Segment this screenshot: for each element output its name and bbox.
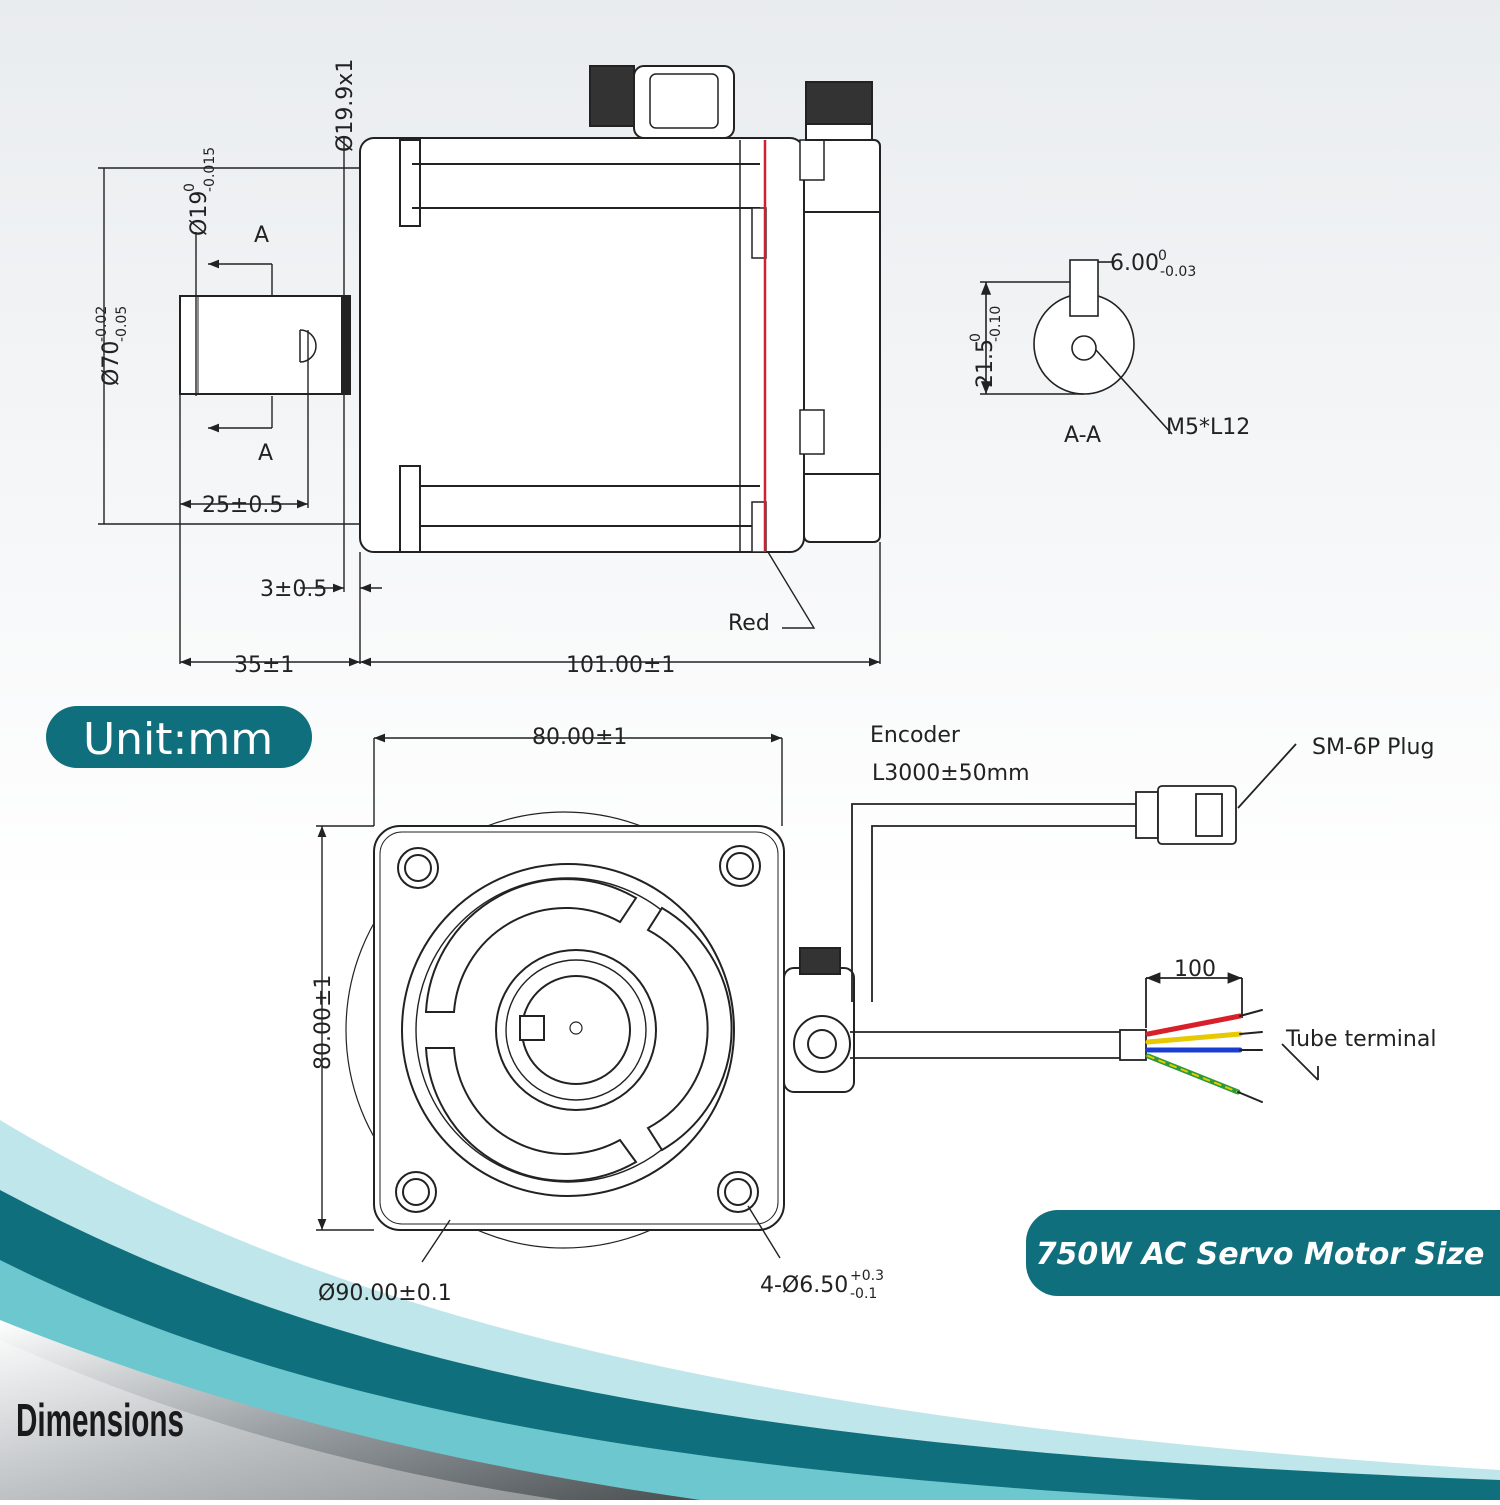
front-view [345, 811, 855, 1249]
shaft-tol-sup: 0 [182, 183, 198, 192]
shaft-tol-base: Ø19 [187, 191, 212, 236]
key-width-sup: 0 [1158, 248, 1167, 264]
flange-dia-sub: -0.05 [114, 306, 130, 342]
shaft-keyway [299, 329, 317, 363]
holes-label: 4-Ø6.50 +0.3 -0.1 [760, 1268, 884, 1302]
flange-dia-label: Ø70 -0.02 -0.05 [94, 306, 130, 386]
holes-sup: +0.3 [850, 1268, 884, 1284]
red-label: Red [728, 611, 770, 636]
section-height-sup: 0 [968, 333, 984, 342]
section-label: Dimensions [16, 1394, 184, 1446]
body-len-label: 101.00±1 [566, 653, 675, 678]
section-view [980, 259, 1173, 435]
shaft-tol-label: Ø19 0 -0.015 [182, 147, 218, 236]
mount-hole [719, 845, 761, 887]
encoder-connector-knob [805, 81, 873, 129]
height-label: 80.00±1 [311, 975, 336, 1070]
power-connector-knob [589, 65, 635, 127]
key-width-base: 6.00 [1110, 251, 1159, 276]
cable-len-label: L3000±50mm [872, 761, 1030, 786]
section-a-bottom: A [258, 441, 273, 466]
flange-dia-sup: -0.02 [94, 306, 110, 342]
motor-body [359, 137, 805, 553]
mount-hole [397, 847, 439, 889]
section-title: A-A [1064, 423, 1101, 448]
wire-red [1145, 1013, 1243, 1037]
tube-label: Tube terminal [1285, 1027, 1436, 1052]
title-label: 750W AC Servo Motor Size [1036, 1237, 1485, 1272]
hub [495, 949, 657, 1111]
cast-slot-right [646, 906, 733, 1152]
flange-ring [401, 863, 735, 1197]
pcd-label: Ø90.00±0.1 [318, 1281, 452, 1306]
section-height-label: 21.5 0 -0.10 [968, 306, 1004, 388]
lead-len-label: 100 [1174, 957, 1216, 982]
mount-hole [717, 1171, 759, 1213]
holes-sub: -0.1 [850, 1286, 877, 1302]
key-len-label: 25±0.5 [202, 493, 283, 518]
unit-badge: Unit:mm [46, 706, 312, 768]
unit-label: Unit:mm [83, 714, 273, 765]
cast-slot-top [424, 878, 638, 1013]
wire-yellow [1145, 1031, 1243, 1045]
holes-base: 4-Ø6.50 [760, 1273, 848, 1298]
shaft-tol-sub: -0.015 [202, 147, 218, 192]
side-view-dimensions [98, 136, 881, 667]
thread-label: M5*L12 [1166, 415, 1250, 440]
encoder-housing [803, 139, 881, 543]
decor-swoosh [0, 1120, 1500, 1500]
side-view [179, 65, 881, 553]
encoder-label: Encoder [870, 723, 961, 748]
pilot-ring [341, 295, 351, 395]
shaft-len-label: 35±1 [234, 653, 294, 678]
encoder-cable [851, 743, 1297, 1002]
key-width-label: 6.00 0 -0.03 [1110, 248, 1196, 280]
section-height-sub: -0.10 [988, 306, 1004, 342]
mount-hole [395, 1171, 437, 1213]
width-label: 80.00±1 [532, 725, 627, 750]
shaft [179, 295, 343, 395]
front-view-dimensions [316, 733, 783, 1263]
cast-slot-bottom [424, 1047, 638, 1182]
section-height-base: 21.5 [973, 339, 998, 388]
shaft-dia-label: Ø19.9x1 [333, 59, 358, 152]
key-width-sub: -0.03 [1160, 264, 1196, 280]
power-cable [850, 972, 1319, 1081]
plug-label: SM-6P Plug [1312, 735, 1434, 760]
title-badge: 750W AC Servo Motor Size [1026, 1210, 1500, 1296]
lead-wires [1145, 1009, 1263, 1103]
pilot-len-label: 3±0.5 [260, 577, 327, 602]
flange-dia-base: Ø70 [99, 341, 124, 386]
section-a-top: A [254, 223, 269, 248]
